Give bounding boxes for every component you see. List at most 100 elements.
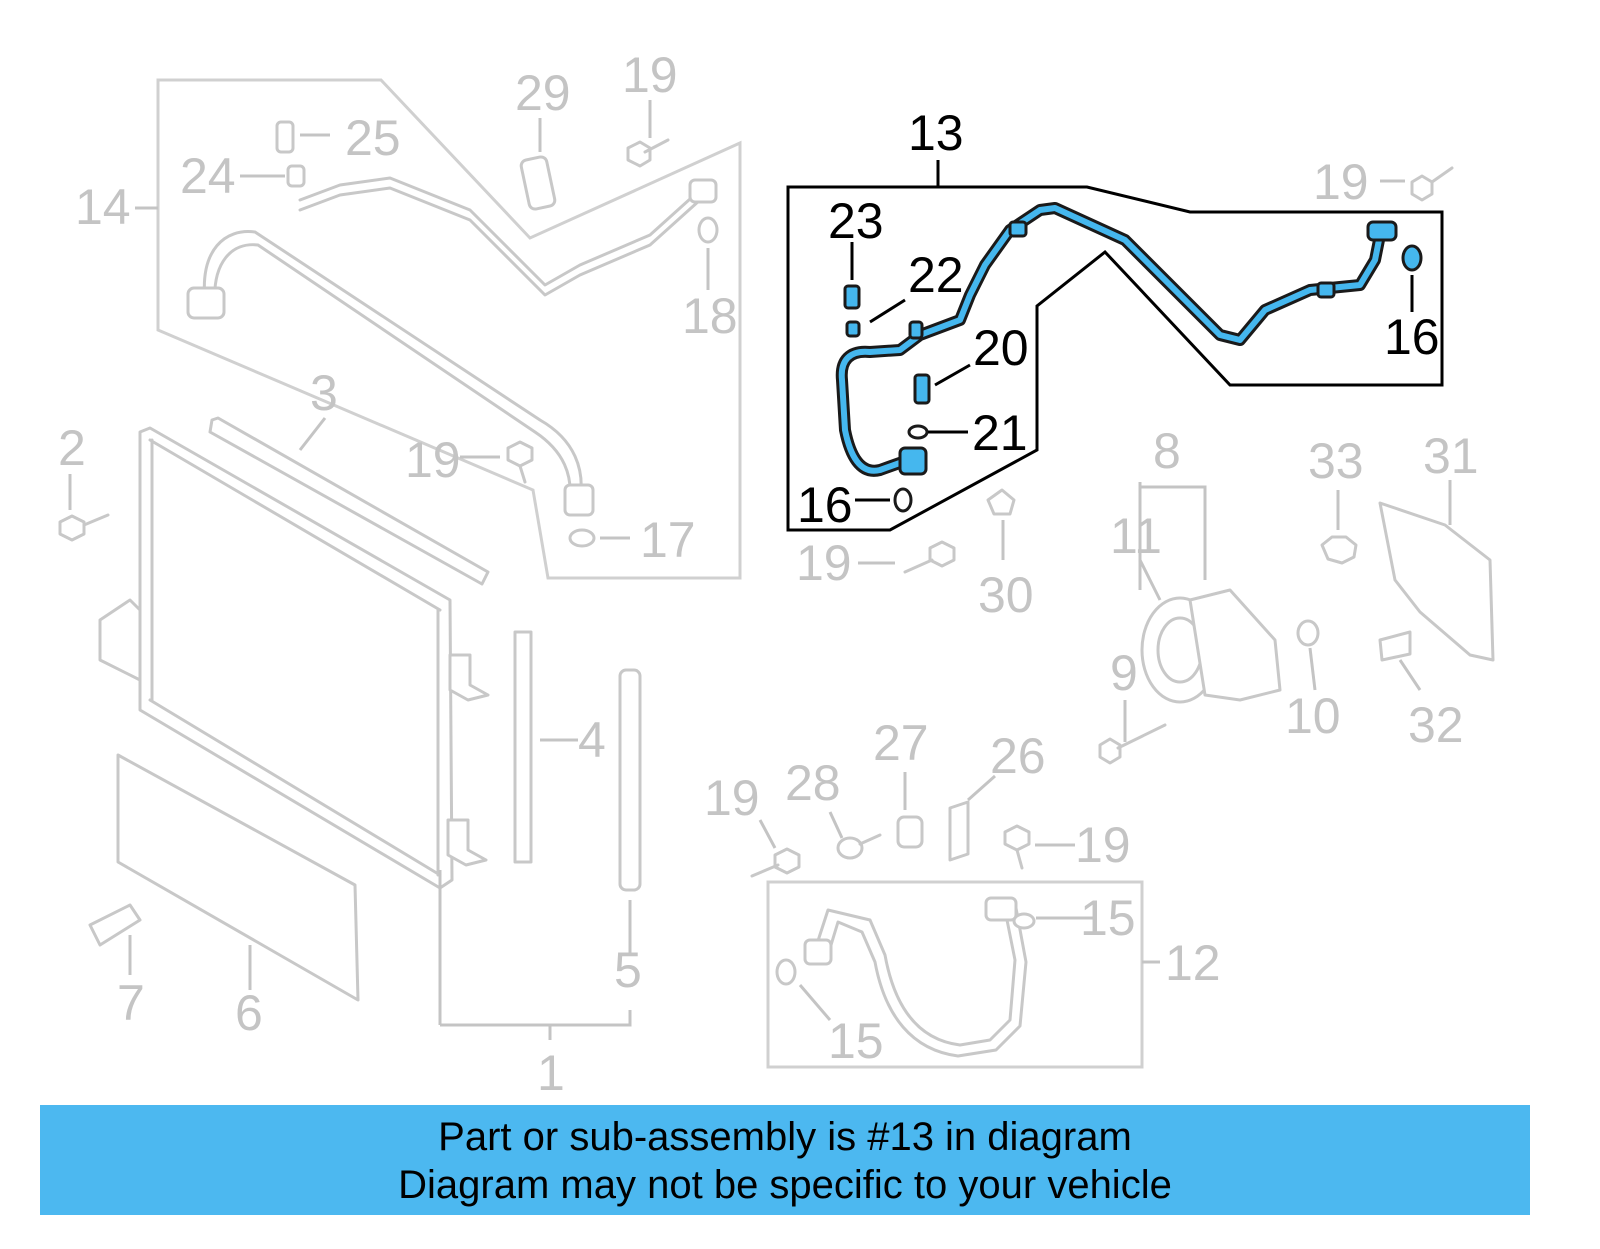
label-19f: 19 [1075, 817, 1131, 873]
bolt-19e [773, 847, 801, 875]
bolt-19c [506, 440, 534, 468]
condenser-fin-1 [148, 438, 442, 612]
bolt-28-shank [858, 833, 882, 846]
bolt-9-shank [1116, 723, 1167, 750]
hose-14-upper [298, 176, 702, 287]
fitting-13-block [898, 446, 928, 476]
label-10: 10 [1285, 688, 1341, 744]
fitting-12b [984, 896, 1018, 922]
label-11: 11 [1110, 508, 1162, 564]
label-30: 30 [978, 567, 1034, 623]
bolt-2 [58, 514, 86, 542]
oring-16b [1401, 244, 1423, 272]
label-22: 22 [908, 247, 964, 303]
label-19a: 19 [622, 47, 678, 103]
bolt-19f-shank [1015, 848, 1024, 870]
label-18: 18 [682, 288, 738, 344]
label-29: 29 [515, 65, 571, 121]
bolt-19d-shank [903, 558, 934, 574]
label-8: 8 [1153, 423, 1181, 479]
label-14: 14 [75, 179, 131, 235]
bolt-19e-shank [750, 863, 780, 878]
condenser-bracket-r2 [446, 818, 488, 867]
fitting-13-end [1366, 220, 1398, 242]
callout-labels: 14 25 24 29 19 18 17 3 2 19 4 5 1 6 7 13… [58, 47, 1479, 1101]
assembly-14-outline [156, 78, 742, 580]
shield-31 [1378, 501, 1495, 662]
drier-5 [618, 668, 642, 892]
condenser-fin-2 [148, 698, 442, 877]
label-12: 12 [1165, 935, 1221, 991]
label-19d: 19 [796, 535, 852, 591]
assembly-13-outline [786, 185, 1444, 532]
clip-30 [986, 488, 1016, 516]
leader-lines [68, 100, 1452, 1040]
valve-20 [913, 373, 931, 405]
label-16a: 16 [797, 477, 853, 533]
label-21: 21 [972, 405, 1028, 461]
bolt-2-shank [82, 513, 110, 527]
bolt-19a-shank [643, 138, 670, 154]
label-23: 23 [828, 193, 884, 249]
label-17: 17 [640, 512, 696, 568]
cap-24 [286, 164, 306, 188]
condenser-core [138, 426, 454, 890]
fitting-12a [803, 938, 833, 966]
condenser-bracket-left [98, 598, 142, 682]
banner-line-2: Diagram may not be specific to your vehi… [398, 1163, 1172, 1207]
label-4: 4 [578, 712, 606, 768]
label-2: 2 [58, 420, 86, 476]
fitting-14c [688, 178, 718, 204]
clip-32 [1378, 630, 1412, 662]
fitting-13-c [908, 320, 924, 340]
hose-12-inner [826, 906, 1028, 1058]
label-15a: 15 [1080, 890, 1136, 946]
strip-4 [513, 630, 533, 864]
info-banner: Part or sub-assembly is #13 in diagram D… [40, 1105, 1530, 1215]
label-24: 24 [180, 148, 236, 204]
fitting-14b [563, 483, 595, 517]
oring-16a [893, 487, 913, 513]
label-3: 3 [310, 365, 338, 421]
panel-6 [116, 753, 360, 1002]
bolt-19c-shank [518, 464, 527, 484]
label-28: 28 [785, 755, 841, 811]
label-33: 33 [1308, 433, 1364, 489]
hose-14-upper-inner [298, 186, 702, 297]
oring-21 [907, 424, 929, 440]
oring-18 [697, 216, 719, 244]
fitting-14a [186, 286, 226, 320]
cap-22 [845, 320, 861, 338]
label-1: 1 [537, 1045, 565, 1101]
assembly-12-outline [766, 880, 1144, 1069]
label-7: 7 [117, 975, 145, 1031]
bolt-28 [836, 836, 864, 860]
label-27: 27 [873, 715, 929, 771]
label-5: 5 [614, 942, 642, 998]
banner-line-1: Part or sub-assembly is #13 in diagram [438, 1115, 1132, 1159]
bracket-29 [519, 155, 557, 211]
label-20: 20 [973, 320, 1029, 376]
fitting-13-b [1316, 281, 1336, 299]
grommet-27 [896, 815, 924, 849]
label-6: 6 [235, 985, 263, 1041]
bolt-19b-shank [1430, 166, 1454, 184]
hose-14-inner [213, 243, 572, 502]
label-19c: 19 [405, 432, 461, 488]
label-13: 13 [908, 105, 964, 161]
oring-15a [775, 958, 797, 986]
label-31: 31 [1423, 428, 1479, 484]
label-26: 26 [990, 728, 1046, 784]
bolt-19b [1410, 174, 1434, 202]
bracket-26 [948, 800, 970, 862]
nut-33 [1320, 535, 1358, 565]
oring-15b [1012, 912, 1036, 930]
bolt-19f [1003, 824, 1031, 852]
label-19b: 19 [1313, 154, 1369, 210]
label-15b: 15 [828, 1013, 884, 1069]
clip-7 [88, 903, 142, 947]
bolt-9 [1098, 737, 1122, 765]
label-19e: 19 [704, 770, 760, 826]
label-25: 25 [345, 110, 401, 166]
